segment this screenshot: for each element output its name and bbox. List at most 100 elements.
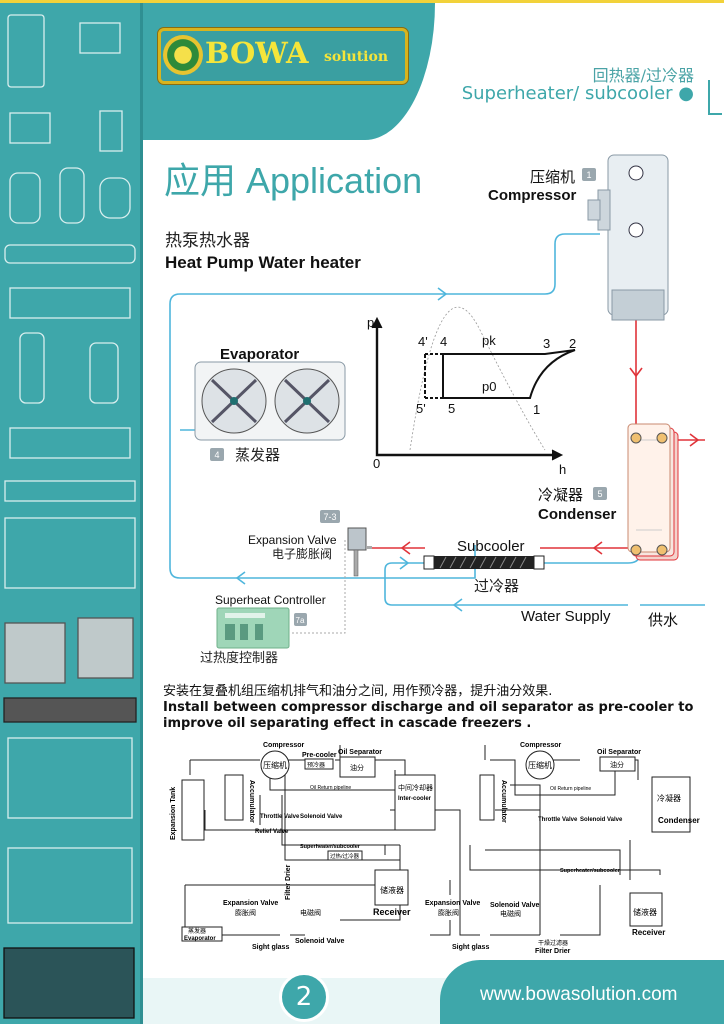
right-throttle-label: Throttle Valve (538, 817, 578, 823)
left-solenoid-label: Solenoid Valve (295, 938, 345, 945)
water-supply-label-en: Water Supply (521, 608, 611, 625)
right-compressor-label: Compressor (520, 742, 562, 749)
piping-assembly-icon (4, 517, 136, 589)
left-expansion-tank-label: Expansion Tank (170, 787, 177, 840)
evaporator-label-cn: 蒸发器 (235, 447, 280, 464)
superheat-controller (216, 607, 290, 649)
right-accumulator-label: Accumulator (500, 780, 507, 823)
right-condenser-cn: 冷凝器 (657, 793, 681, 803)
subcooler-label-cn: 过冷器 (474, 578, 519, 595)
description-en: Install between compressor discharge and… (163, 700, 694, 731)
left-precooler-label: Pre-cooler (302, 752, 337, 759)
left-superheater-cn: 过热/过冷器 (330, 852, 360, 860)
left-superheater-label: Superheater/subcooler (300, 844, 361, 850)
ph-p0: p0 (482, 379, 496, 394)
sight-glass-icon (99, 110, 123, 152)
expansion-valve-badge-text: 7-3 (323, 512, 336, 522)
fan-row-icon (3, 697, 137, 723)
ph-diagram (371, 306, 576, 461)
left-intercooler-symbol (394, 774, 436, 831)
right-receiver-label: Receiver (632, 928, 665, 937)
left-filter-label: Filter Drier (285, 864, 292, 900)
left-oil-separator-label: Oil Separator (338, 749, 382, 756)
ph-point-4p: 4' (418, 334, 428, 349)
ph-point-5p: 5' (416, 401, 426, 416)
left-oil-return-label: Oil Return pipeline (310, 785, 351, 791)
right-expansion-cn: 膨胀阀 (438, 908, 459, 917)
right-oil-return-label: Oil Return pipeline (550, 786, 591, 792)
application-diagram: 热泵热水器 Heat Pump Water heater 压缩机 (165, 154, 705, 665)
filter-drier-row-icon (4, 244, 136, 264)
left-accumulator-label: Accumulator (248, 780, 255, 823)
left-solenoid-top-label: Solenoid Valve (300, 814, 343, 820)
left-relief-label: Relief Valve (255, 829, 289, 835)
left-receiver-symbol (374, 869, 409, 906)
right-filter-cn: 干燥过滤器 (538, 939, 568, 947)
system-label-cn: 热泵热水器 (165, 231, 250, 250)
logo-subtext: solution (324, 49, 389, 65)
condenser-badge-text: 5 (597, 489, 602, 499)
expansion-valve-badge (320, 510, 340, 523)
receiver-icon (9, 172, 41, 224)
left-evaporator-symbol (181, 926, 223, 942)
subcooler-label-en: Subcooler (457, 538, 525, 555)
right-expansion-label: Expansion Valve (425, 900, 480, 907)
ph-point-4: 4 (440, 334, 447, 349)
right-accumulator-symbol (479, 774, 495, 821)
plate-heat-exchanger-icon (7, 14, 45, 88)
right-compressor-cn: 压缩机 (528, 760, 552, 770)
right-oil-separator-cn: 油分 (610, 760, 624, 769)
ph-point-1: 1 (533, 402, 540, 417)
compressor-unit-icon (3, 947, 135, 1019)
right-solenoid-label: Solenoid Valve (490, 902, 540, 909)
right-filter-label: Filter Drier (535, 948, 571, 955)
compressor-label-cn: 压缩机 (530, 169, 575, 186)
right-solenoid-top-label: Solenoid Valve (580, 817, 623, 823)
right-receiver-symbol (629, 892, 663, 927)
footer: 2 www.bowasolution.com (143, 960, 724, 1024)
controller-label-en: Superheat Controller (215, 593, 326, 607)
right-condenser-symbol (651, 776, 691, 833)
water-supply-label-cn: 供水 (648, 612, 678, 629)
oil-separator-icon (99, 177, 131, 219)
controller-badge (294, 613, 307, 626)
solenoid-valve-row-icon (9, 427, 131, 459)
right-superheater-label: Superheater/subcooler (560, 868, 621, 874)
sidebar-border (140, 3, 143, 1024)
compressor-rack-icon (7, 737, 133, 819)
left-compressor-symbol (260, 750, 290, 780)
control-signal-line (290, 540, 346, 634)
left-intercooler-cn: 中间冷却器 (398, 783, 433, 792)
valve-icon (79, 22, 121, 54)
ph-pk: pk (482, 333, 496, 348)
product-sidebar (0, 3, 140, 1024)
right-oil-separator-label: Oil Separator (597, 749, 641, 756)
title-corner-decoration (708, 80, 722, 115)
ph-origin: 0 (373, 456, 380, 471)
controller-label-cn: 过热度控制器 (200, 650, 278, 665)
evaporator-badge (210, 448, 224, 461)
valve-cluster-icon (9, 112, 51, 144)
condenser-badge (593, 487, 607, 500)
compressor-rack-2-icon (7, 847, 133, 924)
right-sight-glass-label: Sight glass (452, 944, 489, 951)
ph-point-5: 5 (448, 401, 455, 416)
left-expansion-tank-symbol (181, 779, 205, 841)
tube-icon (4, 480, 136, 502)
website-link[interactable]: www.bowasolution.com (480, 984, 678, 1005)
ball-valve-row-icon (9, 287, 131, 319)
condenser (627, 423, 679, 561)
vessel-2-icon (89, 342, 119, 404)
left-evaporator-cn: 蒸发器 (188, 927, 206, 935)
ph-axis-p: p (367, 315, 374, 330)
evaporator (194, 361, 346, 441)
left-sight-glass-label: Sight glass (252, 944, 289, 951)
website-box: www.bowasolution.com (440, 960, 724, 1024)
section-title-cn: 回热器/过冷器 (592, 66, 694, 85)
right-solenoid-cn: 电磁阀 (500, 909, 521, 918)
description: 安装在复叠机组压缩机排气和油分之间, 用作预冷器，提升油分效果. Install… (163, 684, 723, 732)
left-oil-separator-cn: 油分 (350, 763, 364, 772)
logo-seal-icon (163, 35, 203, 75)
left-throttle-label: Throttle Valve (260, 814, 300, 820)
evaporator-label-en: Evaporator (220, 346, 299, 363)
